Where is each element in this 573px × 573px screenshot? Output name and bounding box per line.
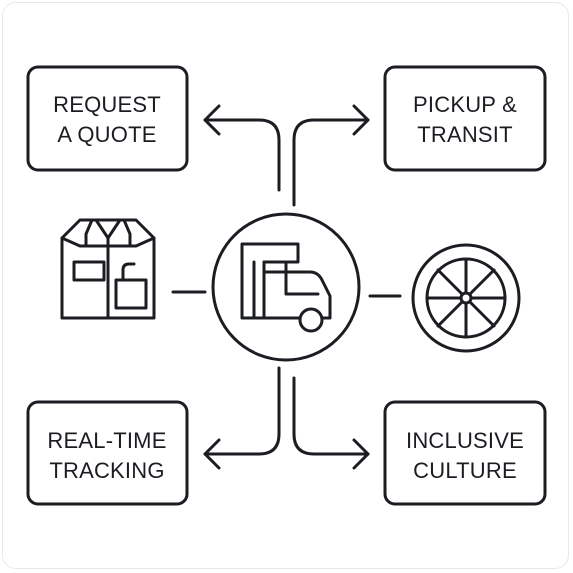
pickup-transit-box: PICKUP & TRANSIT (383, 65, 547, 172)
arrow-to-pickup-transit (292, 118, 370, 207)
request-quote-label-line2: A QUOTE (57, 122, 156, 147)
realtime-tracking-box: REAL-TIME TRACKING (26, 400, 189, 506)
realtime-tracking-label-line2: TRACKING (49, 458, 164, 483)
wheel-icon (411, 243, 521, 353)
arrow-to-realtime-tracking (203, 366, 281, 456)
inclusive-culture-label-line1: INCLUSIVE (406, 428, 524, 453)
inclusive-culture-label-line2: CULTURE (413, 458, 517, 483)
arrowhead-inclusive-culture (352, 438, 370, 470)
connectors (171, 104, 402, 470)
request-quote-box: REQUEST A QUOTE (26, 65, 189, 172)
delivery-truck-icon (211, 212, 361, 362)
inclusive-culture-box: INCLUSIVE CULTURE (383, 400, 547, 506)
pickup-transit-label-line2: TRANSIT (417, 122, 513, 147)
arrowhead-realtime-tracking (203, 438, 221, 470)
arrow-to-inclusive-culture (292, 376, 370, 456)
request-quote-label-line1: REQUEST (53, 92, 161, 117)
shipping-boxes-icon (60, 218, 156, 320)
realtime-tracking-label-line1: REAL-TIME (47, 428, 166, 453)
arrowhead-request-quote (203, 104, 221, 136)
arrow-to-request-quote (203, 118, 281, 192)
arrowhead-pickup-transit (352, 104, 370, 136)
pickup-transit-label-line1: PICKUP & (413, 92, 517, 117)
